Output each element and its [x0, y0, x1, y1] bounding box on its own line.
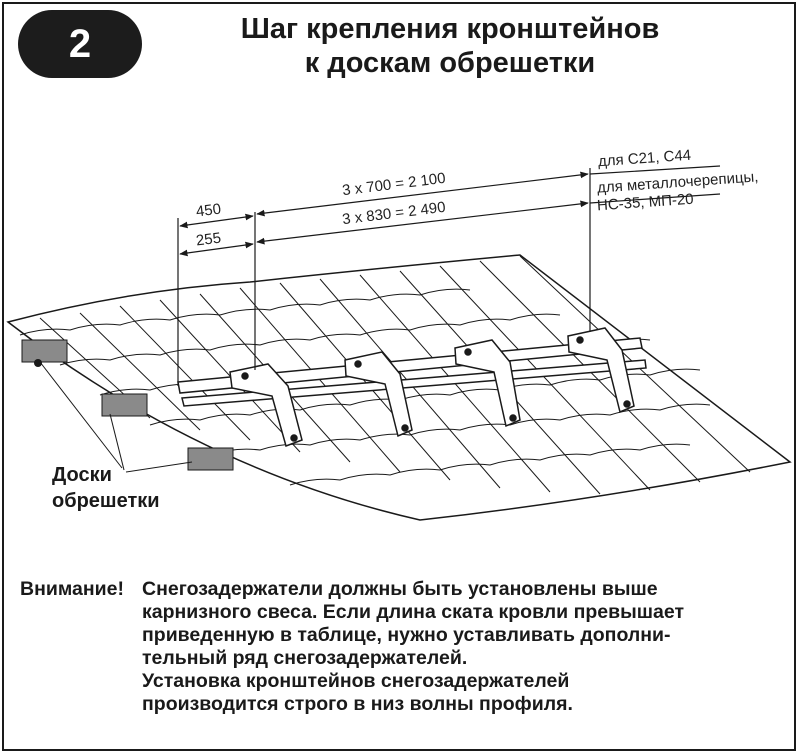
warning-line-4: тельный ряд снегозадержателей. [142, 647, 468, 669]
warning-line-3: приведенную в таблице, нужно уставливать… [142, 624, 671, 646]
step-number-badge: 2 [18, 10, 142, 78]
warning-line-1: Снегозадержатели должны быть установлены… [142, 578, 658, 600]
warning-body: Снегозадержатели должны быть установлены… [142, 578, 792, 716]
dimension-lines [179, 165, 721, 257]
boards-label: Доски обрешетки [52, 462, 160, 514]
title-line-1: Шаг крепления кронштейнов [240, 13, 660, 45]
title-line-2: к доскам обрешетки [304, 47, 596, 79]
boards-label-line-2: обрешетки [52, 490, 160, 512]
bracket-3 [454, 339, 521, 428]
boards-leader-lines [39, 361, 193, 473]
dim-label-255: 255 [195, 229, 222, 250]
page-title: Шаг крепления кронштейнов к доскам обреш… [170, 12, 730, 80]
board-2 [101, 393, 148, 417]
board-3 [187, 447, 234, 471]
dim-255 [179, 241, 254, 257]
extension-lines [177, 168, 591, 386]
lathing-boards [21, 339, 234, 471]
boards-label-line-1: Доски [52, 464, 112, 486]
bracket-4 [567, 327, 635, 414]
step-number: 2 [68, 22, 92, 66]
warning-line-5: Установка кронштейнов снегозадержателей [142, 670, 570, 692]
roof-diagram [6, 165, 792, 521]
dim-bottom-span [256, 200, 589, 245]
warning-line-2: карнизного свеса. Если длина ската кровл… [142, 601, 685, 623]
bracket-1 [229, 363, 303, 447]
warning-line-6: производится строго в низ волны профиля. [142, 693, 573, 715]
brackets [229, 327, 635, 447]
dim-label-450: 450 [195, 200, 222, 221]
board-1 [21, 339, 68, 363]
warning-lead: Внимание! [20, 578, 124, 600]
dim-450 [179, 213, 254, 229]
bracket-2 [344, 351, 413, 438]
